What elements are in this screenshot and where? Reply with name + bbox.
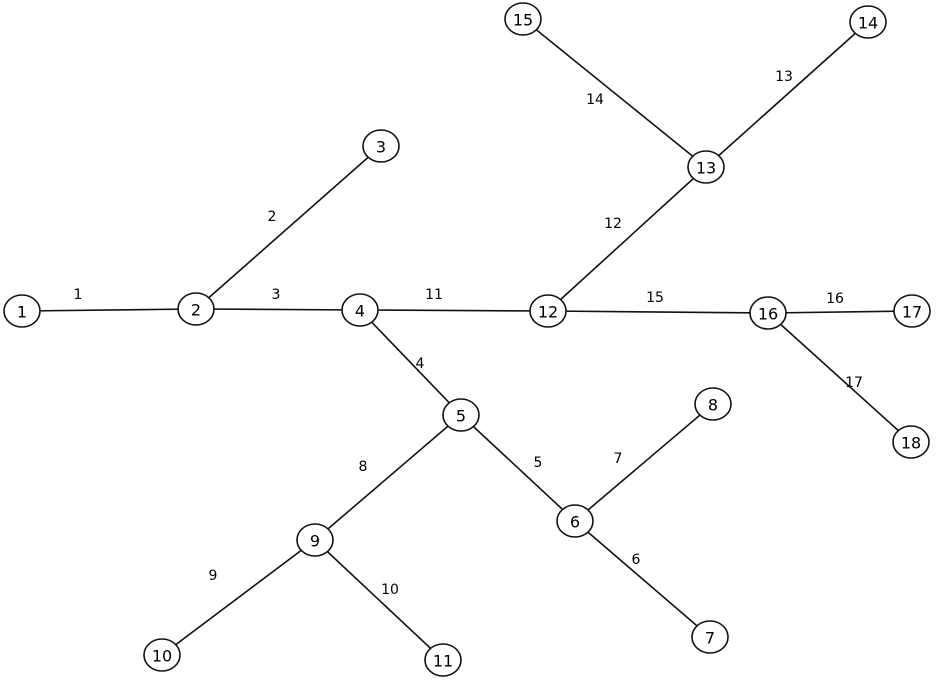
edge-14 [522,18,707,168]
node-circle-18 [892,425,930,459]
node-circle-6 [556,504,594,538]
edge-label-8: 8 [359,459,368,475]
node-label-8: 8 [708,396,718,415]
node-4: 4 [341,293,379,327]
node-label-7: 7 [705,629,715,648]
node-circle-1 [3,294,41,328]
edge-label-12: 12 [604,216,622,232]
node-label-5: 5 [456,407,466,426]
edge-label-1: 1 [74,287,83,303]
node-18: 18 [892,425,930,459]
node-8: 8 [694,387,732,421]
edge-2 [195,145,382,310]
edge-label-9: 9 [209,568,218,584]
node-label-9: 9 [310,532,320,551]
edge-label-2: 2 [268,209,277,225]
node-circle-17 [893,294,931,328]
node-circle-3 [362,129,400,163]
node-circle-4 [341,293,379,327]
edge-label-3: 3 [272,287,281,303]
edge-15 [547,310,769,314]
node-circle-14 [849,5,887,39]
node-label-14: 14 [858,14,878,33]
edge-1 [21,308,197,312]
node-circle-13 [687,150,725,184]
node-14: 14 [849,5,887,39]
node-label-6: 6 [570,513,580,532]
node-7: 7 [691,620,729,654]
node-label-17: 17 [902,303,922,322]
node-15: 15 [504,2,542,36]
edge-label-5: 5 [534,455,543,471]
node-label-18: 18 [901,434,921,453]
node-circle-11 [424,643,462,677]
node-11: 11 [424,643,462,677]
edge-label-7: 7 [614,451,623,467]
node-circle-10 [143,638,181,672]
edge-5 [460,414,576,522]
edge-11 [359,309,549,312]
edge-4 [359,309,462,416]
node-label-3: 3 [376,138,386,157]
edge-label-16: 16 [826,291,844,307]
edge-16 [767,310,913,314]
node-5: 5 [442,398,480,432]
node-circle-12 [529,294,567,328]
node-1: 1 [3,294,41,328]
node-16: 16 [749,296,787,330]
node-circle-7 [691,620,729,654]
edge-label-17: 17 [845,375,863,391]
node-13: 13 [687,150,725,184]
node-circle-8 [694,387,732,421]
edge-label-4: 4 [416,356,425,372]
edge-17 [767,312,912,443]
edge-13 [705,21,869,168]
node-label-13: 13 [696,159,716,178]
node-label-1: 1 [17,303,27,322]
edge-7 [574,403,714,522]
node-circle-15 [504,2,542,36]
node-2: 2 [177,292,215,326]
edge-label-11: 11 [425,287,443,303]
node-10: 10 [143,638,181,672]
node-3: 3 [362,129,400,163]
edges-layer [21,18,913,661]
edge-6 [574,520,711,638]
node-circle-9 [296,523,334,557]
node-label-16: 16 [758,305,778,324]
edge-label-14: 14 [586,92,604,108]
node-circle-2 [177,292,215,326]
node-17: 17 [893,294,931,328]
node-label-11: 11 [433,652,453,671]
node-12: 12 [529,294,567,328]
edge-3 [195,308,361,311]
node-label-2: 2 [191,301,201,320]
node-label-15: 15 [513,11,533,30]
node-label-4: 4 [355,302,365,321]
edge-label-13: 13 [775,69,793,85]
node-circle-16 [749,296,787,330]
node-label-10: 10 [152,647,172,666]
node-label-12: 12 [538,303,558,322]
edge-label-6: 6 [632,552,641,568]
edge-10 [314,539,444,661]
edge-label-15: 15 [646,290,664,306]
edge-9 [161,539,316,656]
node-6: 6 [556,504,594,538]
edge-8 [314,414,462,541]
edge-label-10: 10 [381,582,399,598]
node-circle-5 [442,398,480,432]
node-9: 9 [296,523,334,557]
edge-12 [547,166,707,312]
